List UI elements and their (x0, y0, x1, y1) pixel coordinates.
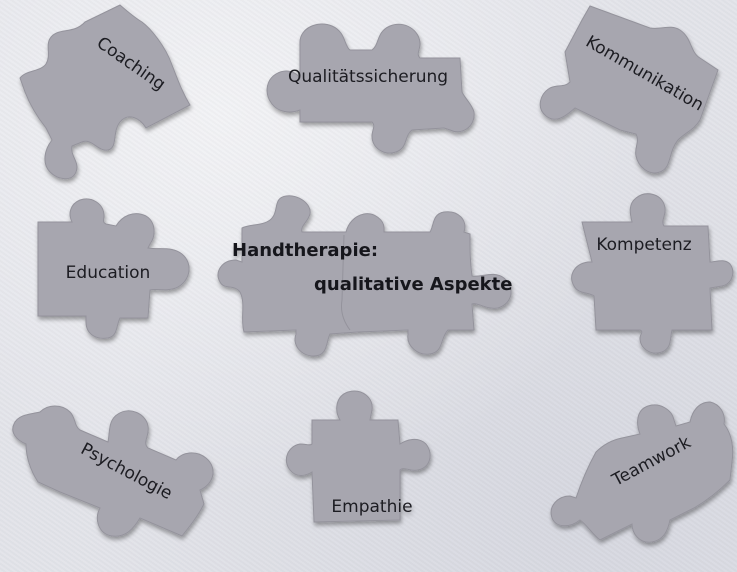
competence-label: Kompetenz (596, 235, 691, 255)
communication-piece-shape (539, 5, 719, 174)
puzzle-piece-competence: Kompetenz (571, 193, 734, 354)
center-seam (341, 234, 351, 331)
empathy-piece-shape (285, 390, 431, 523)
puzzle-piece-empathy: Empathie (285, 390, 431, 523)
education-piece-shape (37, 198, 190, 339)
empathy-label: Empathie (331, 497, 412, 517)
puzzle-piece-education: Education (37, 198, 190, 339)
puzzle-piece-center: Handtherapie: qualitative Aspekte (217, 195, 512, 357)
puzzle-piece-communication: Kommunikation (539, 5, 719, 174)
center-title-line2: qualitative Aspekte (314, 274, 512, 295)
puzzle-piece-quality: Qualitätssicherung (266, 23, 475, 154)
center-piece-shape (217, 195, 512, 357)
puzzle-piece-coaching: Coaching (19, 4, 191, 180)
competence-piece-shape (571, 193, 734, 354)
center-title-line1: Handtherapie: (232, 240, 378, 261)
education-label: Education (66, 263, 151, 283)
psychology-piece-shape (12, 405, 214, 537)
quality-label: Qualitätssicherung (288, 67, 448, 87)
teamwork-piece-shape (550, 401, 734, 543)
coaching-piece-shape (19, 4, 191, 180)
puzzle-piece-psychology: Psychologie (12, 405, 214, 537)
puzzle-piece-teamwork: Teamwork (550, 401, 734, 543)
quality-piece-shape (266, 23, 475, 154)
